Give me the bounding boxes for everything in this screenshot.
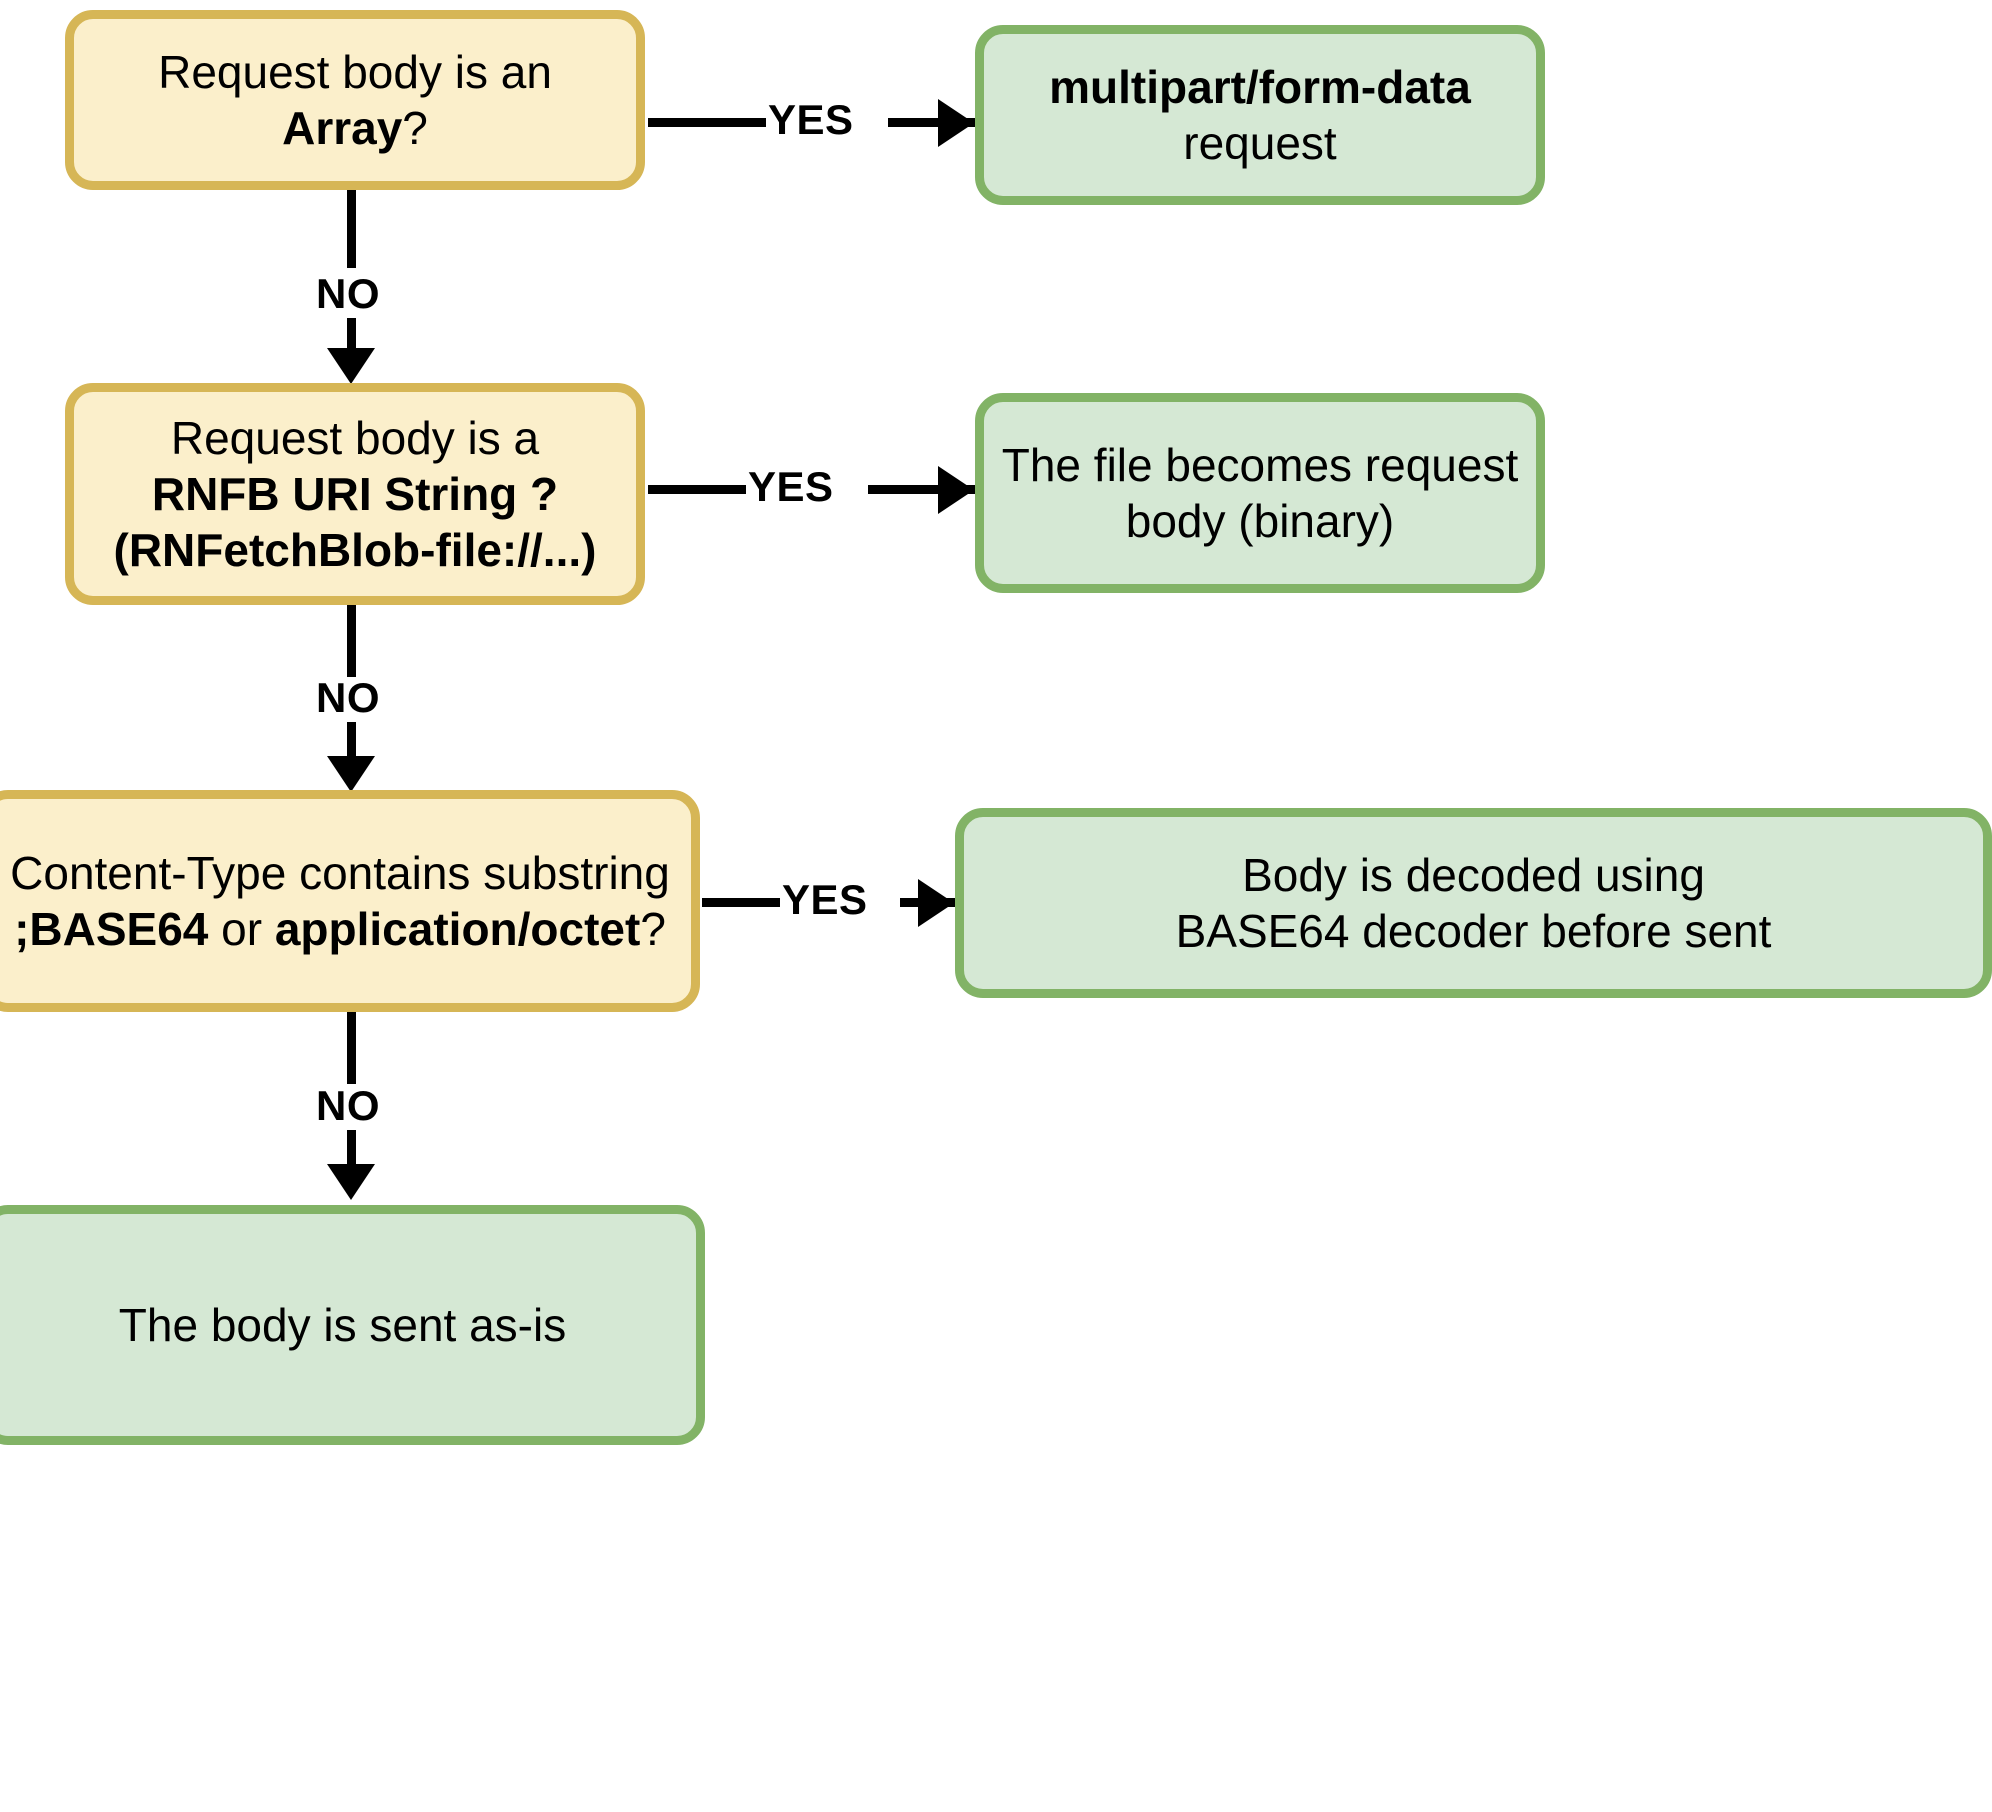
decision-content-type-conjunction: or	[208, 903, 275, 955]
edge-no-2-arrowhead	[327, 756, 375, 792]
result-node-multipart-form-data[interactable]: multipart/form-data request	[975, 25, 1545, 205]
result-multipart-text: multipart/form-data request	[984, 59, 1536, 171]
edge-yes-3-line-left	[702, 898, 780, 907]
result-as-is-line-1: The body is sent as-is	[118, 1298, 567, 1351]
edge-yes-2-line-left	[648, 485, 746, 494]
edge-no-1-line-bottom	[347, 318, 356, 362]
decision-node-request-body-is-array[interactable]: Request body is an Array?	[65, 10, 645, 190]
decision-rnfb-line-3: (RNFetchBlob-file://...)	[113, 524, 597, 577]
edge-yes-2-arrowhead	[938, 466, 974, 514]
edge-label-yes-2: YES	[748, 463, 834, 510]
decision-array-line-1: Request body is an Array?	[88, 44, 622, 156]
result-node-base64-decoded[interactable]: Body is decoded using BASE64 decoder bef…	[955, 808, 1992, 998]
edge-yes-1-line-left	[648, 118, 766, 127]
edge-yes-3-arrowhead	[918, 879, 954, 927]
result-base64-line-2: BASE64 decoder before sent	[1175, 905, 1772, 957]
edge-yes-1-arrowhead	[938, 99, 974, 147]
edge-no-3-line-bottom	[347, 1130, 356, 1176]
result-base64-text: Body is decoded using BASE64 decoder bef…	[964, 847, 1983, 959]
edge-label-yes-3: YES	[782, 876, 868, 923]
edge-yes-2-line-right	[868, 485, 976, 494]
result-base64-line-1: Body is decoded using	[1242, 848, 1705, 901]
edge-no-2-line-bottom	[347, 722, 356, 770]
decision-content-type-line-1: Content-Type contains substring	[10, 846, 670, 899]
decision-array-text: Request body is an Array?	[74, 44, 636, 156]
decision-array-line1-suffix: ?	[402, 102, 428, 154]
edge-no-1-line-top	[347, 190, 356, 268]
edge-label-no-3: NO	[316, 1082, 380, 1129]
edge-no-3-arrowhead	[327, 1164, 375, 1200]
decision-content-type-text: Content-Type contains substring ;BASE64 …	[0, 845, 691, 957]
edge-yes-1-line-right	[888, 118, 976, 127]
result-multipart-line-2: request	[1183, 117, 1337, 169]
edge-label-no-1: NO	[316, 270, 380, 317]
result-file-binary-line-2: body (binary)	[1125, 495, 1395, 547]
result-node-file-becomes-body[interactable]: The file becomes request body (binary)	[975, 393, 1545, 593]
decision-rnfb-line-2: RNFB URI String ?	[151, 467, 559, 520]
result-file-binary-line-1: The file becomes request	[1001, 438, 1519, 491]
result-file-binary-text: The file becomes request body (binary)	[984, 437, 1536, 549]
decision-rnfb-line-1: Request body is a	[170, 411, 540, 464]
edge-no-3-line-top	[347, 1012, 356, 1084]
decision-content-type-line-2: ;BASE64 or application/octet?	[3, 901, 677, 957]
decision-content-type-token-octet: application/octet	[274, 903, 641, 955]
decision-array-line1-prefix: Request body is an	[158, 45, 552, 98]
decision-array-line1-emphasis: Array	[282, 102, 403, 154]
edge-label-no-2: NO	[316, 674, 380, 721]
edge-no-1-arrowhead	[327, 348, 375, 384]
decision-node-request-body-is-rnfb-uri[interactable]: Request body is a RNFB URI String ? (RNF…	[65, 383, 645, 605]
decision-node-content-type-substring[interactable]: Content-Type contains substring ;BASE64 …	[0, 790, 700, 1012]
result-multipart-line-1: multipart/form-data	[1049, 60, 1471, 113]
edge-label-yes-1: YES	[768, 96, 854, 143]
decision-content-type-line2-suffix: ?	[640, 903, 666, 955]
edge-no-2-line-top	[347, 605, 356, 677]
result-node-body-sent-as-is[interactable]: The body is sent as-is	[0, 1205, 705, 1445]
decision-rnfb-text: Request body is a RNFB URI String ? (RNF…	[74, 410, 636, 578]
result-as-is-text: The body is sent as-is	[0, 1297, 696, 1353]
decision-content-type-token-base64: ;BASE64	[14, 903, 209, 955]
